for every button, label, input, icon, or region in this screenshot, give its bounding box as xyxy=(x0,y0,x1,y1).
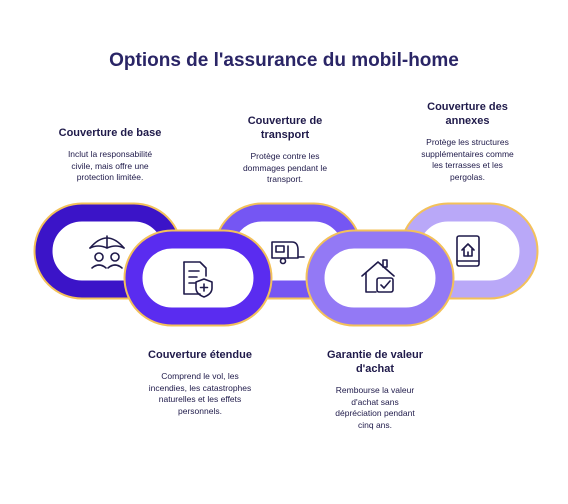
umbrella-family-icon xyxy=(89,235,125,269)
item-achat-title: Garantie de valeur d'achat xyxy=(327,349,423,375)
item-etendue-title: Couverture étendue xyxy=(148,349,252,361)
item-achat-block: Garantie de valeur d'achat Rembourse la … xyxy=(300,348,450,431)
document-shield-icon xyxy=(183,261,213,298)
item-base-block: Couverture de base Inclut la responsabil… xyxy=(40,126,180,184)
item-base-description: Inclut la responsabilité civile, mais of… xyxy=(67,149,153,182)
caravan-icon xyxy=(271,241,305,265)
item-achat-description: Rembourse la valeur d'achat sans dépréci… xyxy=(335,385,415,430)
house-check-icon xyxy=(361,259,395,293)
house-book-icon xyxy=(456,235,480,267)
item-annexes-description: Protège les structures supplémentaires c… xyxy=(421,137,514,182)
item-etendue-description: Comprend le vol, les incendies, les cata… xyxy=(148,371,252,416)
item-base-title: Couverture de base xyxy=(58,127,162,139)
item-annexes-block: Couverture des annexes Protège les struc… xyxy=(395,100,540,183)
item-transport-title: Couverture de transport xyxy=(247,115,323,141)
item-transport-block: Couverture de transport Protège contre l… xyxy=(215,114,355,186)
page-title: Options de l'assurance du mobil-home xyxy=(109,50,459,71)
chain-link-etendue xyxy=(123,229,273,327)
item-annexes-title: Couverture des annexes xyxy=(427,101,508,127)
item-etendue-block: Couverture étendue Comprend le vol, les … xyxy=(125,348,275,417)
item-transport-description: Protège contre les dommages pendant le t… xyxy=(242,151,328,184)
